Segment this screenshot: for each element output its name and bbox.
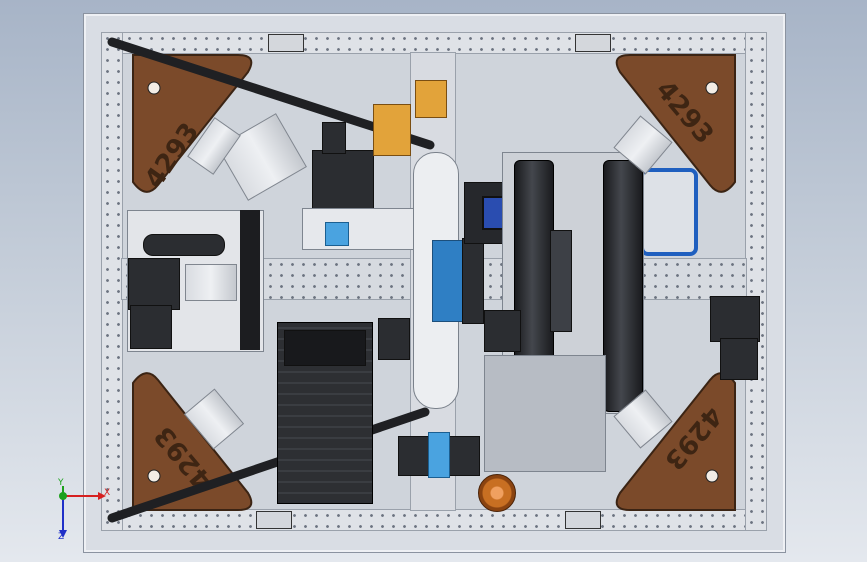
left-pulley-top (143, 234, 225, 256)
pdp-top-block (284, 330, 366, 366)
bottom-clamp-right (565, 511, 601, 529)
side-motor-small (378, 318, 410, 360)
upper-blue-pulley (325, 222, 349, 246)
bottom-clamp-left (256, 511, 292, 529)
board-chip (484, 310, 521, 352)
right-motor-block (710, 296, 760, 342)
control-board (484, 355, 606, 472)
bottom-blue-pulley (428, 432, 450, 478)
orange-mount-top (415, 80, 447, 118)
axis-y-label: Y (58, 478, 64, 488)
upper-belt-assembly (302, 208, 414, 250)
coordinate-triad (59, 486, 106, 538)
left-bracket (185, 264, 237, 301)
left-gearbox (130, 305, 172, 349)
center-blue-carriage (432, 240, 464, 322)
corner-plate-bottom-right: 4293 (615, 372, 736, 511)
left-motor-block (128, 258, 180, 310)
orange-bracket (373, 104, 411, 156)
blue-outlined-plate (640, 168, 698, 256)
upper-motor-left (312, 150, 374, 212)
orange-wheel (478, 474, 516, 512)
axis-x-label: X (104, 488, 111, 498)
corner-plate-top-left: 4293 (132, 54, 253, 194)
center-side-block (462, 238, 484, 324)
upper-motor-shaft (322, 122, 346, 154)
axis-z-label: Z (58, 532, 65, 542)
right-rail (745, 32, 767, 531)
intake-roller-right (603, 160, 643, 412)
top-clamp-right (575, 34, 611, 52)
top-clamp-left (268, 34, 304, 52)
roller-mid-strip (550, 230, 572, 332)
right-motor-lower (720, 338, 758, 380)
left-rail-strip (240, 210, 260, 350)
